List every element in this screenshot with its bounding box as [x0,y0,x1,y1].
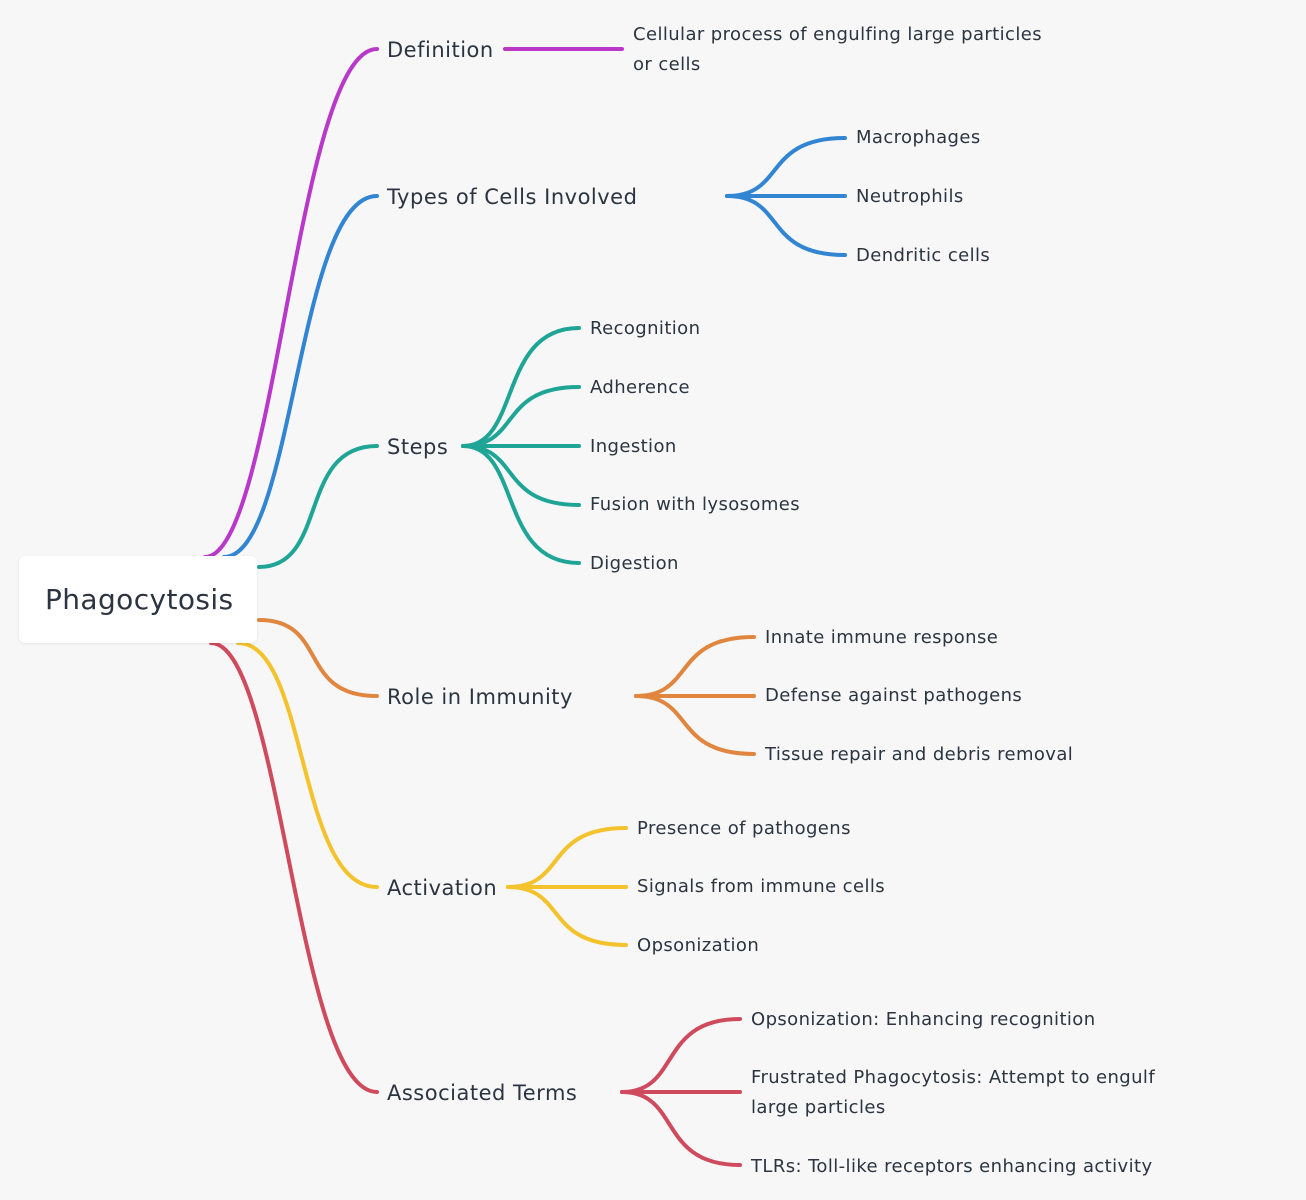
leaf-opsonization-term[interactable]: Opsonization: Enhancing recognition [751,1009,1096,1030]
connector-types-of-cells-leaf-1 [725,136,847,198]
branch-steps[interactable]: Steps [387,435,449,459]
connector-root-steps [257,444,379,569]
connector-activation-leaf-3 [506,885,628,947]
connector-steps-leaf-1 [461,326,581,448]
connector-activation-leaf-1 [506,826,628,889]
connector-root-associated-terms [209,641,379,1094]
connector-root-role-in-immunity [257,618,379,698]
branch-activation[interactable]: Activation [387,876,498,900]
leaf-adherence[interactable]: Adherence [590,377,690,398]
connector-role-in-immunity-leaf-3 [634,694,756,756]
leaf-definition-1[interactable]: Cellular process of engulfing large part… [633,24,1042,75]
leaf-dendritic-cells[interactable]: Dendritic cells [856,245,991,266]
connector-root-types-of-cells [222,194,379,559]
leaf-defense-against-pathogens[interactable]: Defense against pathogens [765,685,1023,706]
connector-associated-terms-leaf-1 [620,1017,742,1094]
leaf-digestion[interactable]: Digestion [590,553,679,574]
leaf-recognition[interactable]: Recognition [590,318,701,339]
root-label: Phagocytosis [45,583,234,616]
branch-associated-terms[interactable]: Associated Terms [387,1081,578,1105]
connector-root-definition [203,47,379,559]
connector-associated-terms-leaf-3 [620,1090,742,1167]
connector-role-in-immunity-leaf-1 [634,635,756,698]
leaf-presence-of-pathogens[interactable]: Presence of pathogens [637,818,851,839]
connector-types-of-cells-leaf-3 [725,194,847,257]
connector-steps-leaf-2 [461,385,581,448]
leaf-ingestion[interactable]: Ingestion [590,436,677,457]
leaf-signals-from-immune-cells[interactable]: Signals from immune cells [637,876,886,897]
connector-root-activation [236,641,379,889]
branch-types-of-cells[interactable]: Types of Cells Involved [387,185,638,209]
leaf-fusion-with-lysosomes[interactable]: Fusion with lysosomes [590,494,801,515]
leaf-tissue-repair[interactable]: Tissue repair and debris removal [765,744,1074,765]
connector-steps-leaf-4 [461,444,581,507]
leaf-tlrs[interactable]: TLRs: Toll-like receptors enhancing acti… [751,1156,1153,1177]
leaf-opsonization[interactable]: Opsonization [637,935,760,956]
branch-definition[interactable]: Definition [387,38,494,62]
leaf-innate-immune-response[interactable]: Innate immune response [765,627,999,648]
leaf-neutrophils[interactable]: Neutrophils [856,186,964,207]
leaf-macrophages[interactable]: Macrophages [856,127,981,148]
branch-role-in-immunity[interactable]: Role in Immunity [387,685,573,709]
leaf-frustrated-phagocytosis[interactable]: Frustrated Phagocytosis: Attempt to engu… [751,1067,1156,1118]
connector-steps-leaf-5 [461,444,581,565]
root-node[interactable]: Phagocytosis [19,556,257,643]
